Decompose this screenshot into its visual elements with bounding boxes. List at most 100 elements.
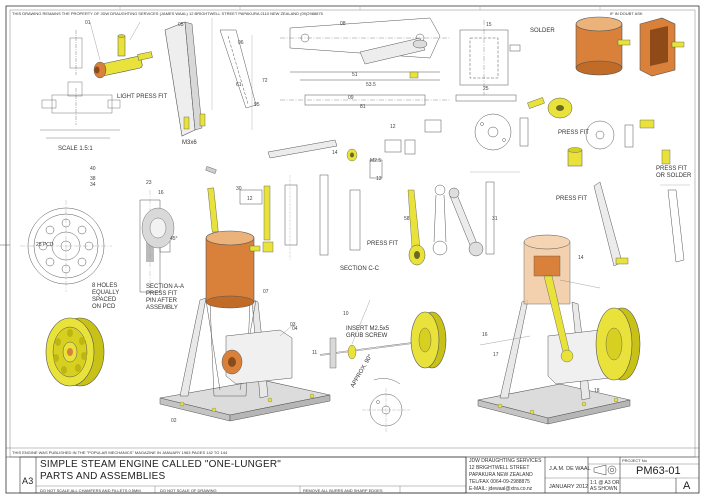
dim-53-5: 53.5	[366, 82, 376, 88]
right-frame-view	[660, 184, 690, 263]
crankshaft-assembly	[319, 311, 447, 369]
part-cylinder-views	[455, 20, 521, 102]
dim-31: 31	[492, 216, 498, 222]
label-light-press-fit: LIGHT PRESS FIT	[117, 94, 168, 100]
label-holes-2: EQUALLY	[92, 290, 120, 296]
dim-38: 38	[90, 176, 96, 182]
drawing-title-line2: PARTS AND ASSEMBLIES	[40, 471, 166, 482]
company-line2: 12 BRIGHTWELL STREET	[469, 465, 530, 471]
footer-note-2: DO NOT SCALE OF DRAWING	[160, 488, 217, 493]
label-or-solder: OR SOLDER	[656, 173, 692, 179]
part-06-iso	[164, 21, 206, 137]
part-number-04: 04	[292, 326, 298, 332]
part-number-18: 18	[594, 388, 600, 394]
revision: A	[683, 480, 691, 492]
label-press-fit-3: PRESS FIT	[556, 196, 588, 202]
part-number-02: 02	[171, 418, 177, 424]
part-01-views	[40, 30, 121, 139]
label-scale: SCALE 1.5:1	[58, 146, 93, 152]
conrod-views	[432, 171, 520, 256]
dim-12: 12	[247, 196, 253, 202]
flywheel-iso-left	[45, 317, 105, 387]
part-number-03: 03	[290, 322, 296, 328]
flywheel-front-view	[20, 200, 112, 292]
label-m3x6: M3x6	[182, 140, 197, 146]
pins-row	[205, 139, 358, 174]
label-section-cc: SECTION C-C	[340, 266, 379, 272]
if-in-doubt-note: IF IN DOUBT ASK	[610, 11, 643, 16]
dim-23: 23	[146, 180, 152, 186]
assembly-left-iso	[159, 230, 331, 422]
yellow-fittings	[527, 97, 671, 167]
label-section-aa-3: PIN AFTER	[146, 298, 178, 304]
part-number-06: 06	[238, 40, 244, 46]
dim-40: 40	[90, 166, 96, 172]
projection-symbol	[593, 464, 617, 476]
part-cylinder-iso	[575, 16, 685, 77]
valve-disc-views	[474, 113, 634, 151]
dim-61: 61	[236, 82, 242, 88]
part-number-10: 10	[343, 311, 349, 317]
scale-line1: 1:1 @ A3 OR	[590, 480, 620, 486]
published-note: THIS ENGINE WAS PUBLISHED IN THE "POPULA…	[12, 450, 228, 455]
dim-25: 25	[483, 86, 489, 92]
label-holes-4: ON PCD	[92, 304, 116, 310]
label-holes-1: 8 HOLES	[92, 283, 118, 289]
footer-note-1: DO NOT SCALE ALL CHAMFERS AND FILLETS 0.…	[40, 488, 141, 493]
dim-58: 58	[404, 216, 410, 222]
crank-disc-view	[362, 378, 410, 432]
part-06-frame	[211, 18, 257, 130]
project-number: PM63-01	[636, 465, 681, 477]
part-number-15: 15	[486, 22, 492, 28]
part-crank-iso	[359, 37, 428, 79]
part-number-14: 14	[578, 255, 584, 261]
copyright-note: THIS DRAWING REMAINS THE PROPERTY OF JDW…	[12, 11, 323, 16]
label-section-aa: SECTION A-A	[146, 284, 185, 290]
scale-line2: AS SHOWN	[590, 486, 618, 492]
dim-34: 34	[90, 182, 96, 188]
dim-81: 81	[360, 104, 366, 110]
company-line4: TEL/FAX 0064-09-2988875	[469, 479, 530, 485]
dim-16: 16	[158, 190, 164, 196]
project-no-label: PROJECT No	[622, 458, 647, 463]
dim-45: 45°	[170, 236, 178, 242]
part-number-17: 17	[493, 352, 499, 358]
company-line3: PAPAKURA NEW ZEALAND	[469, 472, 533, 478]
label-insert-1: INSERT M2.5x5	[346, 326, 390, 332]
yellow-rods	[207, 185, 426, 266]
label-insert-2: GRUB SCREW	[346, 333, 388, 339]
flywheel-section-iso	[141, 207, 175, 249]
part-crank-plan	[280, 17, 450, 106]
conrod-iso	[448, 181, 629, 267]
part-number-16: 16	[482, 332, 488, 338]
dim-m2-5: M2.5	[370, 158, 382, 164]
dim-30: 30	[236, 186, 242, 192]
label-holes-3: SPACED	[92, 297, 117, 303]
dim-72: 72	[262, 78, 268, 84]
part-01-iso	[93, 34, 153, 79]
part-number-12: 12	[390, 124, 396, 130]
drawn-by: J.A.M. DE WAAL	[549, 466, 591, 472]
part-number-09: 09	[348, 95, 354, 101]
part-number-11: 11	[312, 350, 318, 356]
company-line5: E-MAIL: jdewaal@xtra.co.nz	[469, 486, 533, 492]
part-number-08: 08	[340, 21, 346, 27]
footer-note-3: REMOVE ALL BURRS AND SHARP EDGES	[303, 488, 383, 493]
label-solder: SOLDER	[530, 28, 555, 34]
small-parts-views	[239, 119, 442, 260]
part-number-01: 01	[85, 20, 91, 26]
part-number-13: 13	[376, 176, 382, 182]
label-press-fit-4: PRESS FIT	[367, 241, 399, 247]
assembly-right-iso	[477, 234, 641, 425]
dim-14: 14	[332, 150, 338, 156]
dim-25pcd: 25 PCD	[36, 242, 54, 248]
part-number-07: 07	[263, 289, 269, 295]
sheet-border	[5, 5, 700, 494]
label-press-fit-1: PRESS FIT	[558, 130, 590, 136]
part-number-05: 05	[178, 22, 184, 28]
drawing-date: JANUARY 2012	[549, 484, 589, 490]
label-section-aa-2: PRESS FIT	[146, 291, 178, 297]
company-line1: JDW DRAUGHTING SERVICES	[469, 458, 542, 464]
